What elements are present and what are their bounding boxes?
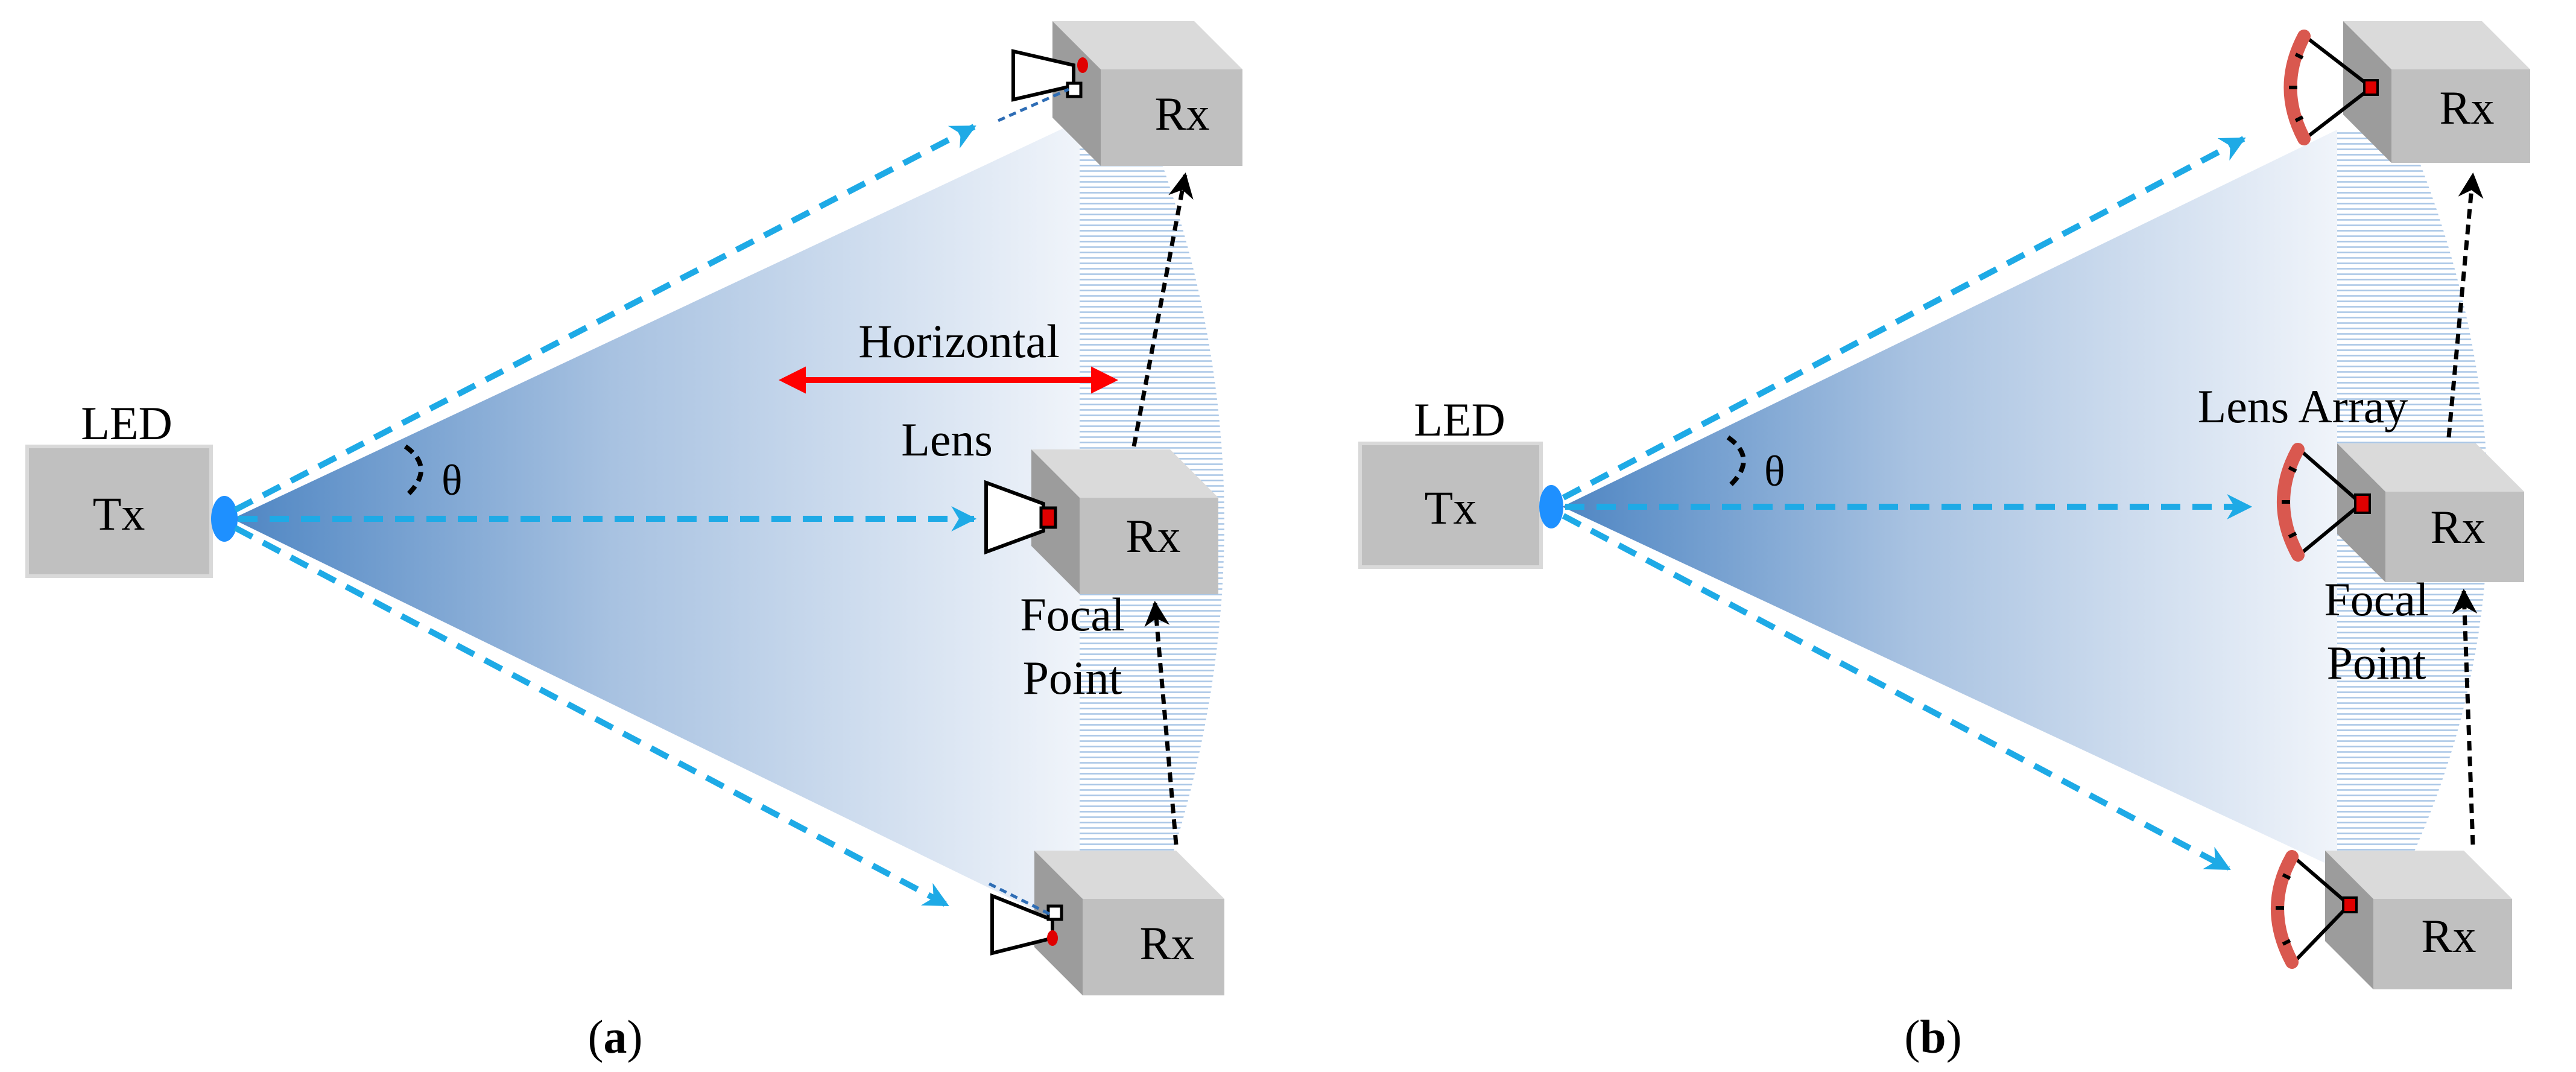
rx-top-label: Rx [1154,87,1209,140]
theta-label: θ [441,456,463,504]
focal-label: Focal [1020,588,1124,641]
panel-a: Tx LED θ Horizontal Rx [25,21,1242,1063]
point-label: Point [2327,636,2426,689]
focal-label: Focal [2324,573,2428,626]
lens-array-icon [2277,443,2371,562]
theta-label: θ [1764,447,1785,495]
panel-b: Tx LED θ Rx Rx [1358,21,2530,1063]
photodiode-icon [1047,930,1058,946]
lens-array-icon [2283,30,2379,145]
theta-arc [403,444,423,496]
convex-lens-icon [984,480,1057,555]
ray-down [233,525,949,908]
ray-up [1562,136,2246,501]
tx-box [25,445,213,578]
rx-bottom: Rx [2325,851,2512,989]
convex-lens-icon [997,49,1088,122]
rx-mid-label: Rx [1125,510,1180,562]
lens-array-label: Lens Array [2198,380,2408,433]
ray-up [233,124,976,513]
convex-lens-icon [988,882,1063,956]
rx-bottom: Rx [1034,851,1224,995]
rx-bot-label: Rx [2421,910,2476,962]
led-label: LED [81,397,172,449]
rx-top: Rx [1052,21,1242,166]
rx-top-label: Rx [2439,81,2494,134]
move-path-lower [2452,588,2478,845]
rx-bot-label: Rx [1139,917,1194,969]
led-emitter-icon [211,496,238,542]
caption-b: (b) [1904,1010,1961,1063]
theta-arc [1726,435,1746,487]
horizontal-label: Horizontal [858,315,1060,367]
photodiode-icon [1077,57,1088,73]
caption-a: (a) [588,1010,643,1063]
led-label: LED [1414,393,1505,446]
tx-box [1358,442,1543,569]
beam-cone [232,121,1080,932]
ray-down [1562,513,2231,872]
led-emitter-icon [1539,485,1563,528]
beam-cone [1562,130,2337,869]
move-path-lower [1144,600,1179,845]
lens-label: Lens [901,413,993,466]
rx-middle: Rx [1031,449,1218,594]
tx-label: Tx [1425,481,1477,534]
lens-array-icon [2271,850,2358,969]
point-label: Point [1023,652,1122,704]
rx-mid-label: Rx [2430,501,2485,553]
move-path-upper [2446,172,2484,438]
tx-label: Tx [93,487,145,540]
rx-top: Rx [2343,21,2530,163]
